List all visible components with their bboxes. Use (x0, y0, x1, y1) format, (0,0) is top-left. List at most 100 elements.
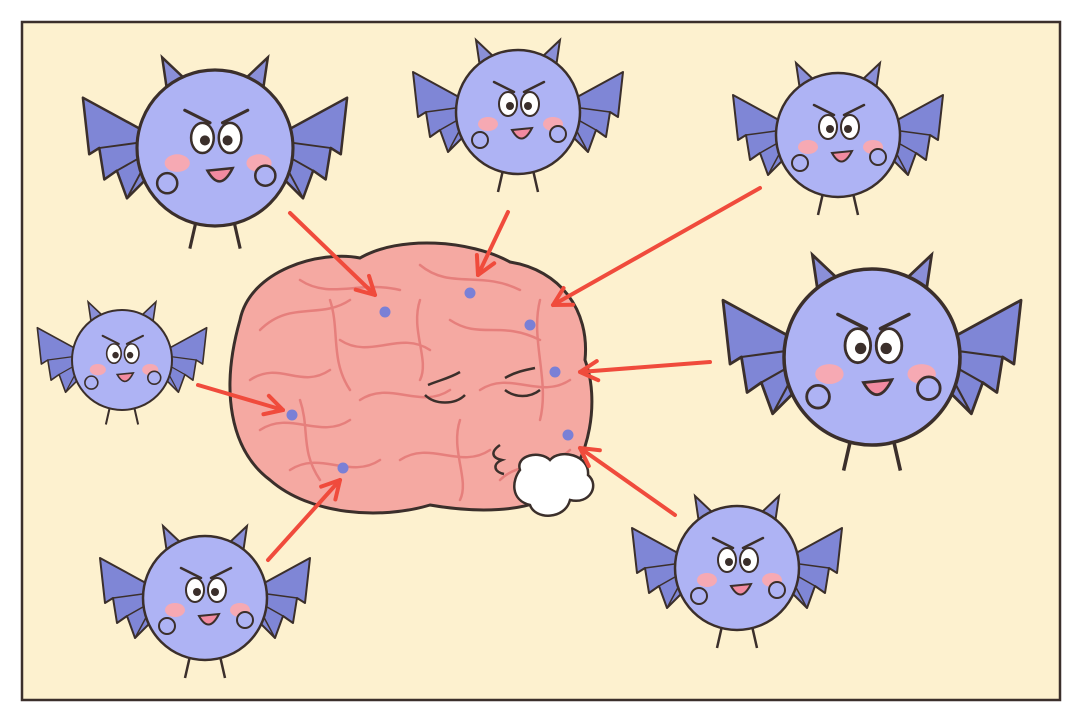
angry-bat-monster (81, 54, 349, 249)
right-leg (891, 438, 903, 471)
attack-arrow-icon (196, 383, 285, 417)
left-wing (721, 298, 803, 416)
puckered-mouth (492, 443, 507, 476)
attack-arrow-icon (474, 210, 510, 277)
impact-dot (464, 287, 476, 299)
left-leg (715, 625, 724, 649)
closed-eye-right (504, 388, 541, 398)
left-leg (841, 438, 853, 471)
right-pupil (844, 125, 852, 133)
angry-brows (179, 566, 233, 580)
right-wing (567, 71, 624, 153)
left-fist (805, 383, 831, 410)
brain (228, 241, 595, 517)
arrow-head (353, 273, 377, 297)
left-wing (99, 557, 156, 639)
brain-fold (478, 378, 572, 392)
right-leg (851, 192, 860, 216)
left-wing (412, 71, 469, 153)
right-pupil (880, 342, 892, 355)
closed-eye-left (424, 394, 466, 404)
mouth (729, 582, 753, 596)
brain-fold (298, 398, 322, 482)
angry-bat-monster (412, 37, 624, 193)
bats (36, 37, 1023, 679)
right-wing (161, 326, 208, 394)
impact-dot (562, 429, 574, 441)
right-fist (915, 375, 942, 401)
breath-puff-icon (513, 452, 595, 517)
brain-fold (258, 298, 352, 332)
left-leg (496, 169, 505, 193)
left-fist (155, 171, 179, 195)
brain-fold (398, 448, 492, 462)
angry-bat-monster (721, 250, 1023, 471)
right-wing (887, 94, 944, 176)
right-leg (232, 220, 242, 249)
right-fist (549, 125, 567, 143)
left-pupil (506, 102, 514, 110)
impact-dot (337, 462, 349, 474)
left-wing (732, 94, 789, 176)
right-fist (768, 581, 786, 599)
attack-arrow-icon (578, 446, 677, 517)
angry-brows (711, 536, 765, 550)
left-pupil (112, 351, 119, 359)
arrow-head (578, 446, 602, 468)
left-cheek (89, 364, 106, 376)
right-fist (236, 611, 254, 629)
right-pupil (211, 588, 219, 596)
left-pupil (725, 558, 733, 566)
left-pupil (199, 135, 210, 146)
left-cheek (164, 154, 190, 172)
brain-fold (248, 368, 332, 382)
eyelash-right (504, 366, 536, 380)
angry-brows (836, 312, 911, 331)
left-fist (791, 154, 809, 172)
right-wing (276, 96, 349, 200)
brain-fold (328, 298, 352, 392)
left-cheek (798, 140, 818, 154)
arrow-shaft (476, 210, 510, 277)
right-fist (147, 370, 162, 386)
left-wing (36, 326, 83, 394)
brain-fold (288, 458, 382, 472)
right-pupil (524, 102, 532, 110)
left-cheek (478, 117, 498, 131)
arrow-shaft (266, 478, 342, 562)
arrow-shaft (196, 383, 285, 412)
brain-fold (535, 298, 545, 422)
left-leg (104, 406, 111, 425)
arrow-head (319, 478, 342, 502)
bat-body (782, 267, 962, 447)
angry-brows (812, 103, 866, 117)
left-pupil (193, 588, 201, 596)
bat-body (141, 534, 269, 662)
right-leg (531, 169, 540, 193)
brain-fold (415, 298, 425, 382)
right-pupil (126, 351, 134, 359)
impact-dot (549, 366, 561, 378)
left-cheek (697, 573, 717, 587)
bat-body (673, 504, 801, 632)
arrow-shaft (551, 186, 762, 307)
attack-arrow-icon (551, 186, 762, 307)
angry-bat-monster (99, 523, 311, 679)
attack-arrow-icon (266, 478, 342, 562)
bat-body (135, 68, 295, 228)
left-leg (183, 655, 192, 679)
bat-body (774, 71, 902, 199)
angry-brows (183, 108, 250, 125)
mouth (830, 149, 854, 163)
left-pupil (854, 342, 867, 355)
angry-bat-monster (631, 493, 843, 649)
mouth (205, 166, 235, 183)
brain-fold (455, 418, 465, 502)
left-pupil (826, 125, 834, 133)
right-fist (253, 164, 277, 187)
mouth (861, 378, 895, 397)
arrow-head (551, 286, 575, 307)
arrow-shaft (578, 446, 677, 517)
bat-body (70, 308, 174, 412)
left-cheek (165, 603, 185, 617)
